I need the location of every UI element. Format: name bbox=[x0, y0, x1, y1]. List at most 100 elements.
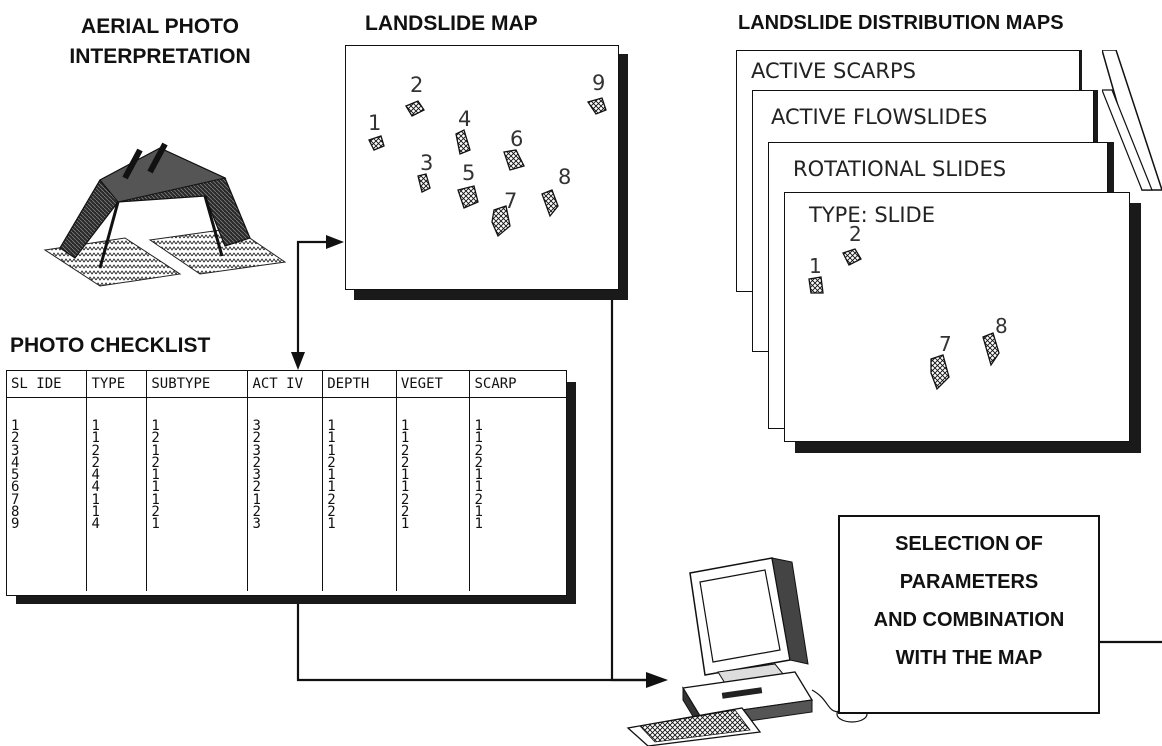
arrowhead-right bbox=[326, 235, 344, 249]
checklist-cell: 1 bbox=[146, 480, 248, 495]
slide-label-7: 7 bbox=[939, 332, 952, 356]
checklist-cell: 2 bbox=[86, 456, 147, 470]
checklist-spacer-cell bbox=[7, 398, 87, 421]
checklist-cell: 1 bbox=[11, 418, 20, 434]
checklist-cell: 8 bbox=[11, 504, 20, 521]
checklist-cell: 1 bbox=[395, 431, 470, 445]
checklist-filler-cell bbox=[469, 530, 566, 591]
checklist-cell: 2 bbox=[469, 493, 566, 507]
checklist-cell: 1 bbox=[86, 419, 147, 433]
slide-label-2: 2 bbox=[849, 222, 862, 246]
landslide-polygon-2 bbox=[405, 100, 425, 117]
checklist-spacer-cell bbox=[469, 397, 566, 420]
checklist-cell: 1 bbox=[395, 517, 470, 532]
landslide-polygon-4 bbox=[455, 129, 471, 155]
checklist-cell: 1 bbox=[146, 468, 248, 482]
aerial-photo-heading: AERIAL PHOTO INTERPRETATION bbox=[40, 12, 280, 72]
checklist-cell: 2 bbox=[247, 431, 323, 445]
checklist-header-cell: SL IDE bbox=[7, 371, 87, 398]
landslide-polygon-9 bbox=[586, 97, 607, 115]
checklist-spacer-cell bbox=[247, 397, 323, 420]
checklist-cell: 1 bbox=[146, 517, 248, 532]
computer-icon bbox=[626, 557, 868, 746]
checklist-cell: 1 bbox=[322, 419, 397, 433]
checklist-cell: 5 bbox=[11, 467, 20, 484]
selection-line-4: WITH THE MAP bbox=[895, 647, 1043, 669]
slide-polygon-2 bbox=[842, 248, 862, 266]
checklist-header-cell: TYPE bbox=[86, 371, 147, 398]
landslide-label-4: 4 bbox=[458, 107, 471, 131]
sheet-front-title: TYPE: SLIDE bbox=[809, 203, 935, 227]
landslide-polygon-3 bbox=[417, 173, 431, 193]
checklist-cell: 2 bbox=[86, 443, 147, 458]
landslide-label-5: 5 bbox=[462, 161, 475, 185]
checklist-cell: 1 bbox=[469, 480, 566, 495]
checklist-cell: 1 bbox=[146, 419, 248, 433]
checklist-cell: 1 bbox=[247, 493, 323, 507]
sheet-flap bbox=[1102, 50, 1162, 191]
checklist-cell: 9 bbox=[11, 516, 20, 533]
landslide-map-heading: LANDSLIDE MAP bbox=[365, 12, 538, 35]
checklist-spacer-cell bbox=[146, 397, 248, 420]
landslide-polygon-8 bbox=[541, 189, 559, 218]
arrowhead-down bbox=[291, 352, 305, 370]
checklist-cell: 2 bbox=[395, 456, 470, 470]
aerial-heading-line-1: AERIAL PHOTO bbox=[81, 15, 239, 38]
checklist-spacer-cell bbox=[322, 397, 397, 420]
checklist-cell: 2 bbox=[247, 456, 323, 470]
checklist-cell: 2 bbox=[395, 505, 470, 519]
landslide-label-7: 7 bbox=[504, 189, 517, 213]
checklist-cell: 2 bbox=[395, 443, 470, 458]
landslide-label-9: 9 bbox=[592, 71, 605, 95]
checklist-spacer-row bbox=[7, 397, 566, 421]
checklist-filler-cell bbox=[247, 530, 323, 591]
checklist-cell: 1 bbox=[469, 431, 566, 445]
checklist-cell: 1 bbox=[146, 443, 248, 458]
slide-polygon-8 bbox=[982, 332, 1000, 367]
checklist-cell: 2 bbox=[146, 431, 248, 445]
checklist-cell: 1 bbox=[395, 419, 470, 433]
distribution-maps-heading: LANDSLIDE DISTRIBUTION MAPS bbox=[738, 12, 1064, 34]
landslide-label-8: 8 bbox=[558, 165, 571, 189]
checklist-cell: 1 bbox=[469, 419, 566, 433]
checklist-header-cell: SCARP bbox=[469, 371, 566, 398]
checklist-map-connector bbox=[296, 240, 336, 362]
checklist-cell: 7 bbox=[11, 491, 20, 508]
checklist-cell: 2 bbox=[469, 456, 566, 470]
checklist-cell: 1 bbox=[86, 493, 147, 507]
checklist-cell: 3 bbox=[11, 442, 20, 459]
checklist-cell: 1 bbox=[469, 468, 566, 482]
checklist-cell: 2 bbox=[322, 456, 397, 470]
checklist-cell: 2 bbox=[247, 480, 323, 495]
checklist-computer-connector bbox=[296, 602, 648, 682]
checklist-cell: 1 bbox=[322, 431, 397, 445]
landslide-label-6: 6 bbox=[510, 127, 523, 151]
checklist-cell: 2 bbox=[395, 493, 470, 507]
selection-line-1: SELECTION OF bbox=[895, 533, 1043, 555]
photo-checklist-heading: PHOTO CHECKLIST bbox=[10, 334, 211, 357]
selection-line-3: AND COMBINATION bbox=[873, 609, 1065, 631]
checklist-cell: 2 bbox=[146, 456, 248, 470]
map-computer-connector bbox=[610, 288, 650, 682]
checklist-cell: 4 bbox=[86, 468, 147, 482]
checklist-cell: 2 bbox=[469, 443, 566, 458]
checklist-cell: 1 bbox=[146, 493, 248, 507]
checklist-cell: 1 bbox=[322, 443, 397, 458]
selection-line-2: PARAMETERS bbox=[899, 571, 1039, 593]
checklist-cell: 4 bbox=[86, 480, 147, 495]
checklist-cell: 4 bbox=[11, 454, 20, 471]
landslide-polygon-7 bbox=[491, 205, 511, 238]
